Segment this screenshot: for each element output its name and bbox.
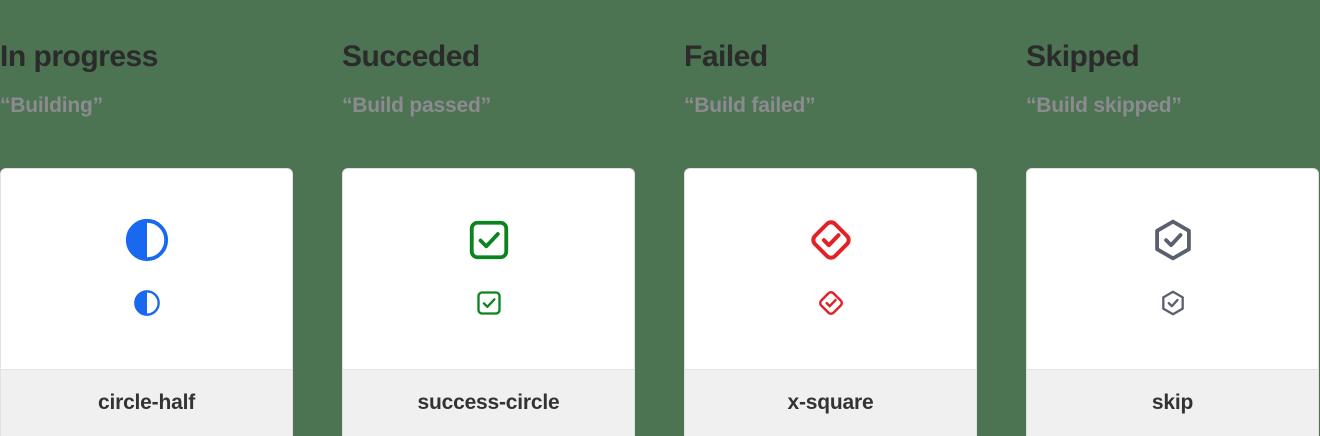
circle-half-icon-small (133, 289, 161, 317)
icon-name-label: circle-half (97, 391, 195, 414)
icon-card-x-square[interactable]: x-square (684, 168, 977, 436)
circle-half-icon (124, 217, 170, 263)
icon-card-success-circle[interactable]: success-circle (342, 168, 635, 436)
icon-preview-area (1027, 169, 1318, 369)
page-title-failed: Failed (684, 40, 768, 73)
status-column-succeded: Succeded “Build passed” su (342, 0, 635, 436)
page-title-skipped: Skipped (1026, 40, 1140, 73)
skip-icon-small (1159, 289, 1187, 317)
icon-card-footer: circle-half (1, 369, 292, 436)
icon-preview-area (1, 169, 292, 369)
page-title-in-progress: In progress (0, 40, 158, 73)
success-circle-icon-small (475, 289, 503, 317)
icon-name-label: skip (1151, 391, 1194, 414)
subtitle-skipped: “Build skipped” (1026, 94, 1182, 117)
skip-icon (1150, 217, 1196, 263)
x-square-icon (808, 217, 854, 263)
x-square-icon-small (817, 289, 845, 317)
icon-preview-area (685, 169, 976, 369)
subtitle-succeded: “Build passed” (342, 94, 491, 117)
icon-card-footer: x-square (685, 369, 976, 436)
icon-name-label: success-circle (417, 391, 560, 414)
icon-card-footer: skip (1027, 369, 1318, 436)
status-column-in-progress: In progress “Building” cir (0, 0, 293, 436)
icon-card-circle-half[interactable]: circle-half (0, 168, 293, 436)
icon-preview-area (343, 169, 634, 369)
icon-name-label: x-square (787, 391, 874, 414)
subtitle-in-progress: “Building” (0, 94, 103, 117)
page-title-succeded: Succeded (342, 40, 480, 73)
subtitle-failed: “Build failed” (684, 94, 816, 117)
success-circle-icon (466, 217, 512, 263)
icon-card-skip[interactable]: skip (1026, 168, 1319, 436)
icon-card-footer: success-circle (343, 369, 634, 436)
status-column-failed: Failed “Build failed” (684, 0, 977, 436)
status-column-skipped: Skipped “Build skipped” sk (1026, 0, 1320, 436)
